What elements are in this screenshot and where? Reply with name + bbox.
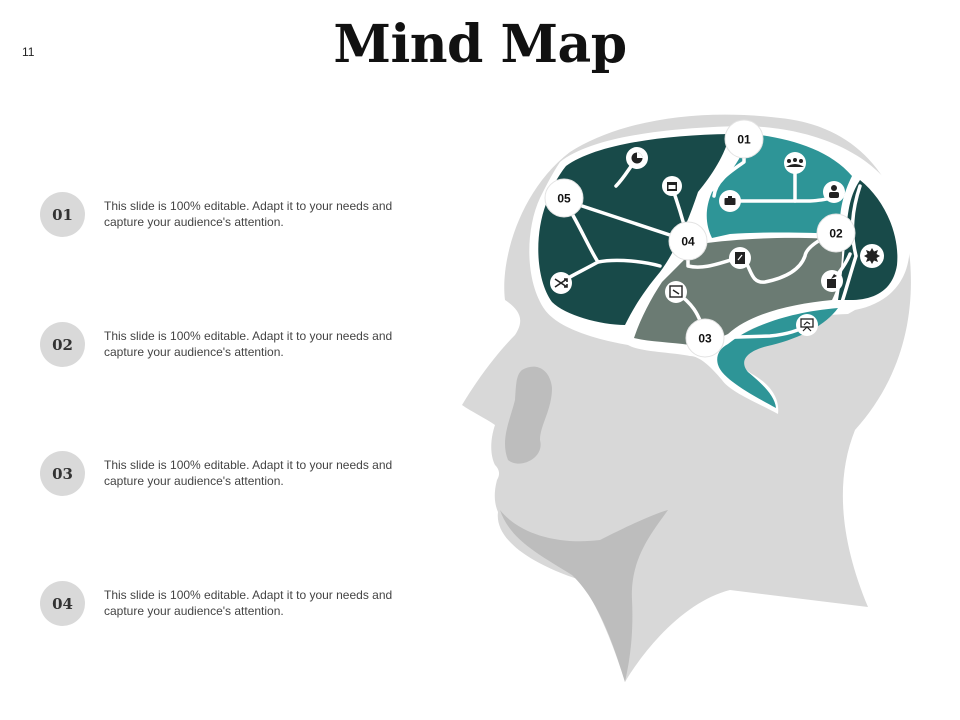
pie-chart-icon (626, 147, 648, 169)
number-badge: 04 (40, 581, 85, 626)
notepad-icon (729, 247, 751, 269)
list-item-02: 02 This slide is 100% editable. Adapt it… (40, 322, 420, 370)
calendar-icon (662, 176, 682, 196)
item-description: This slide is 100% editable. Adapt it to… (104, 329, 393, 359)
page-number: 11 (22, 45, 35, 59)
list-item-04: 04 This slide is 100% editable. Adapt it… (40, 581, 420, 629)
lobe-teal-lower (717, 308, 838, 408)
brain-node-04: 04 (668, 221, 708, 261)
trophy-icon (821, 270, 843, 292)
node-label: 05 (557, 192, 571, 206)
slide-title: Mind Map (333, 14, 627, 75)
brain-node-03: 03 (685, 318, 725, 358)
person-icon (823, 181, 845, 203)
document-icon (665, 281, 687, 303)
shuffle-icon (550, 272, 572, 294)
neck-shadow (500, 510, 668, 682)
briefcase-icon (719, 190, 741, 212)
item-description: This slide is 100% editable. Adapt it to… (104, 588, 393, 618)
list-item-03: 03 This slide is 100% editable. Adapt it… (40, 451, 420, 499)
item-description: This slide is 100% editable. Adapt it to… (104, 458, 393, 488)
lobe-gray-green (634, 237, 843, 345)
item-description: This slide is 100% editable. Adapt it to… (104, 199, 393, 229)
node-label: 02 (829, 227, 843, 241)
number-badge: 03 (40, 451, 85, 496)
node-label: 01 (737, 133, 751, 147)
head-shadow (505, 366, 552, 464)
node-label: 03 (698, 332, 712, 346)
brain-node-02: 02 (816, 213, 856, 253)
brain-node-05: 05 (544, 178, 584, 218)
node-label: 04 (681, 235, 695, 249)
list-item-01: 01 This slide is 100% editable. Adapt it… (40, 192, 420, 240)
team-icon (784, 152, 806, 174)
gear-icon (860, 244, 884, 268)
brain-node-01: 01 (724, 119, 764, 159)
number-badge: 02 (40, 322, 85, 367)
presentation-icon (796, 314, 818, 336)
lobe-dark-teal-left (538, 134, 730, 325)
number-badge: 01 (40, 192, 85, 237)
